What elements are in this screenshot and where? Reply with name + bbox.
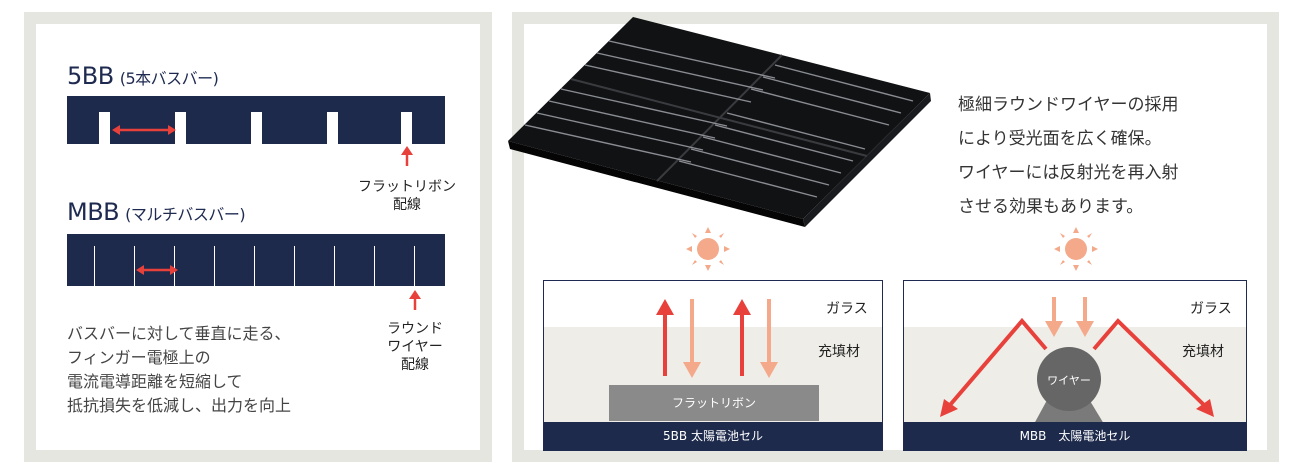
wire-spacing-arrow: [136, 265, 178, 275]
five-bb-cell-strip: [67, 96, 445, 144]
mbb-cell-strip: [67, 234, 445, 286]
busbar-spacing-arrow: [112, 125, 176, 135]
mbb-subtitle: (マルチバスバー): [125, 205, 246, 224]
busbar: [99, 112, 110, 144]
mbb-cross-section: ガラス 充填材 ワイヤー MBB 太陽電池セル: [903, 280, 1247, 451]
round-wire: [414, 246, 415, 286]
wire-note: ラウンド ワイヤー 配線: [387, 321, 443, 373]
filler-label: 充填材: [1182, 344, 1224, 360]
round-wire: [214, 246, 215, 286]
flat-ribbon: フラットリボン: [609, 385, 819, 421]
round-wire-and-reflections: [940, 297, 1214, 424]
light-arrows: [656, 299, 778, 378]
round-wire: [294, 246, 295, 286]
round-wire: [254, 246, 255, 286]
round-wire: [134, 246, 135, 286]
glass-label: ガラス: [826, 301, 868, 317]
ribbon-note: フラットリボン 配線: [358, 179, 456, 213]
round-wire: [94, 246, 95, 286]
five-bb-cell-base: 5BB 太陽電池セル: [544, 422, 882, 450]
wire-pointer-arrow: [409, 290, 421, 310]
round-wire: [374, 246, 375, 286]
right-description: 極細ラウンドワイヤーの採用 により受光面を広く確保。 ワイヤーには反射光を再入射…: [958, 95, 1179, 217]
round-wire: [334, 246, 335, 286]
busbar: [251, 112, 262, 144]
ribbon-pointer-arrow: [401, 146, 413, 166]
busbar: [401, 112, 412, 144]
five-bb-subtitle: (5本バスバー): [119, 69, 219, 88]
sun-icon: [686, 227, 730, 271]
mbb-cell-base: MBB 太陽電池セル: [904, 422, 1246, 450]
left-description: バスバーに対して垂直に走る、 フィンガー電極上の 電流電導距離を短縮して 抵抗損…: [67, 324, 292, 415]
glass-label: ガラス: [1190, 301, 1232, 317]
busbar: [175, 112, 186, 144]
round-wire-label: ワイヤー: [1047, 374, 1091, 387]
mbb-heading: MBB (マルチバスバー): [67, 198, 246, 226]
five-bb-title: 5BB: [67, 62, 114, 90]
five-bb-cross-section: ガラス 充填材 フラットリボン 5BB 太陽電池セル: [543, 280, 883, 451]
five-bb-heading: 5BB (5本バスバー): [67, 62, 219, 90]
busbar: [327, 112, 338, 144]
sun-icon: [1054, 227, 1098, 271]
solar-panel-illustration: [508, 17, 931, 227]
round-wire: [174, 246, 175, 286]
mbb-title: MBB: [67, 198, 120, 226]
filler-label: 充填材: [818, 344, 860, 360]
